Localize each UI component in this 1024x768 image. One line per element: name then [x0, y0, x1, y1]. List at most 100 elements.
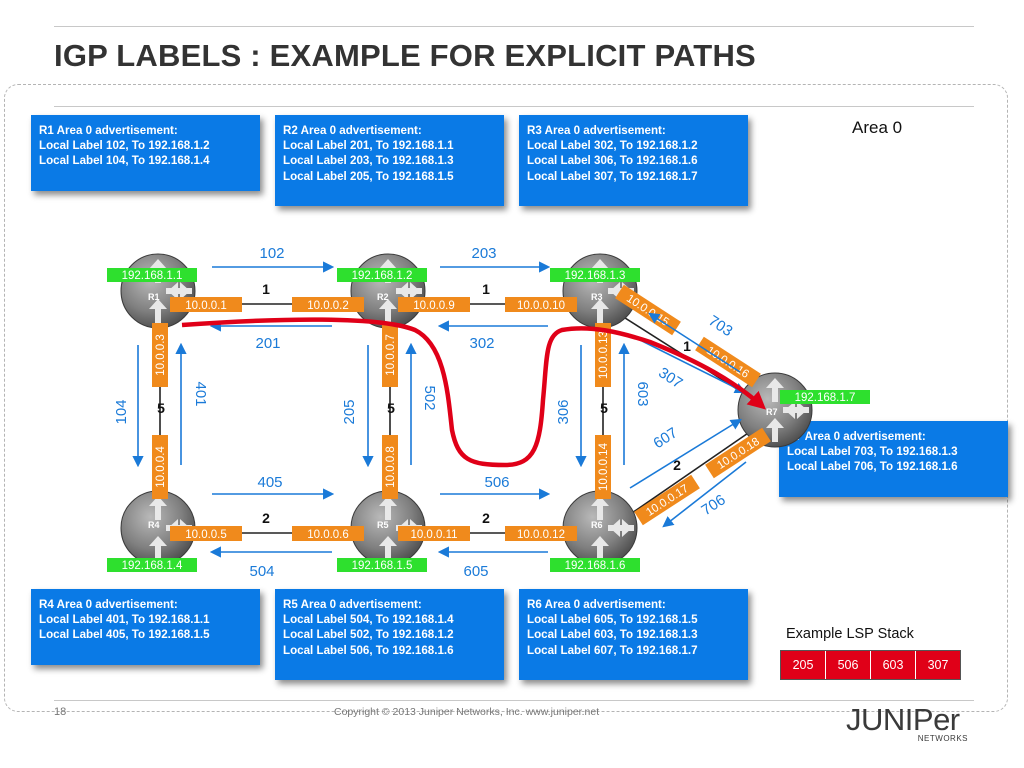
footer-rule	[54, 700, 974, 701]
interface-label: 10.0.0.4	[155, 446, 167, 488]
interface-label: 10.0.0.1	[185, 300, 227, 312]
arrow-703	[648, 312, 741, 373]
arrow-307	[639, 339, 747, 394]
adv-box-r3: R3 Area 0 advertisement: Local Label 302…	[519, 115, 748, 206]
adv-box-r4: R4 Area 0 advertisement: Local Label 401…	[31, 589, 260, 665]
adv-box-r6: R6 Area 0 advertisement: Local Label 605…	[519, 589, 748, 680]
link-metric: 1	[262, 281, 270, 297]
igp-label: 607	[650, 424, 680, 452]
adv-line: Local Label 203, To 192.168.1.3	[283, 154, 454, 168]
adv-line: Local Label 102, To 192.168.1.2	[39, 139, 210, 153]
router-r2	[350, 253, 426, 329]
adv-line: Local Label 502, To 192.168.1.2	[283, 628, 454, 642]
adv-line: Local Label 605, To 192.168.1.5	[527, 613, 698, 627]
copyright-text: Copyright © 2013 Juniper Networks, Inc. …	[334, 706, 600, 718]
interface-label: 10.0.0.11	[410, 529, 457, 541]
loopback-label: 192.168.1.7	[795, 392, 856, 404]
adv-title: R5 Area 0 advertisement:	[283, 598, 422, 611]
header-rule	[54, 106, 974, 107]
igp-label: 302	[469, 335, 494, 352]
lsp-stack-entry: 506	[825, 651, 870, 679]
igp-label: 201	[255, 335, 280, 352]
adv-line: Local Label 703, To 192.168.1.3	[787, 445, 958, 459]
lsp-stack-entry: 307	[915, 651, 960, 679]
link-metric: 2	[262, 510, 270, 526]
top-rule	[54, 26, 974, 27]
adv-line: Local Label 607, To 192.168.1.7	[527, 643, 698, 657]
interface-label: 10.0.0.14	[598, 442, 610, 491]
interface-label: 10.0.0.12	[517, 529, 565, 541]
adv-box-r5: R5 Area 0 advertisement: Local Label 504…	[275, 589, 504, 680]
adv-line: Local Label 306, To 192.168.1.6	[527, 154, 698, 168]
lsp-stack: 205 506 603 307	[780, 650, 961, 680]
router-name: R1	[148, 292, 160, 302]
igp-label: 405	[257, 474, 282, 491]
interface-label: 10.0.0.8	[385, 446, 397, 488]
interface-label: 10.0.0.6	[307, 529, 349, 541]
area-boundary	[4, 84, 1008, 712]
igp-label: 401	[192, 381, 209, 406]
adv-line: Local Label 302, To 192.168.1.2	[527, 139, 698, 153]
igp-label: 104	[113, 399, 130, 424]
adv-box-r7: R7 Area 0 advertisement: Local Label 703…	[779, 421, 1008, 497]
link-metric: 5	[387, 400, 395, 416]
logo-sub: NETWORKS	[917, 734, 968, 743]
router-name: R5	[377, 520, 389, 530]
router-name: R2	[377, 292, 389, 302]
interface-label: 10.0.0.3	[155, 334, 167, 376]
interface-label: 10.0.0.13	[598, 331, 610, 379]
igp-label: 102	[259, 245, 284, 262]
interface-label: 10.0.0.9	[413, 300, 455, 312]
link-metric: 5	[600, 400, 608, 416]
page-number: 18	[54, 706, 67, 718]
interface-label: 10.0.0.5	[185, 529, 227, 541]
interface-label: 10.0.0.10	[517, 300, 565, 312]
adv-line: Local Label 201, To 192.168.1.1	[283, 139, 454, 153]
lsp-stack-entry: 205	[781, 651, 825, 679]
router-name: R3	[591, 292, 603, 302]
logo-word: JUNIPer	[846, 702, 960, 737]
loopback-label: 192.168.1.4	[122, 560, 183, 572]
igp-label: 504	[249, 563, 274, 580]
igp-label: 703	[705, 312, 735, 340]
adv-line: Local Label 706, To 192.168.1.6	[787, 460, 958, 474]
igp-label: 506	[484, 474, 509, 491]
loopback-label: 192.168.1.3	[565, 270, 626, 282]
adv-line: Local Label 504, To 192.168.1.4	[283, 613, 454, 627]
adv-title: R7 Area 0 advertisement:	[787, 430, 926, 443]
lsp-stack-label: Example LSP Stack	[786, 626, 914, 642]
adv-title: R2 Area 0 advertisement:	[283, 124, 422, 137]
adv-line: Local Label 307, To 192.168.1.7	[527, 169, 698, 183]
link-metric: 1	[482, 281, 490, 297]
adv-line: Local Label 401, To 192.168.1.1	[39, 613, 210, 627]
adv-line: Local Label 506, To 192.168.1.6	[283, 643, 454, 657]
igp-label: 307	[655, 364, 685, 392]
adv-box-r2: R2 Area 0 advertisement: Local Label 201…	[275, 115, 504, 206]
loopback-label: 192.168.1.2	[352, 270, 413, 282]
igp-label: 605	[463, 563, 488, 580]
loopback-label: 192.168.1.1	[122, 270, 183, 282]
loopback-label: 192.168.1.5	[352, 560, 413, 572]
adv-line: Local Label 603, To 192.168.1.3	[527, 628, 698, 642]
router-name: R6	[591, 520, 603, 530]
router-r1	[120, 253, 196, 329]
adv-title: R1 Area 0 advertisement:	[39, 124, 178, 137]
interface-label: 10.0.0.7	[385, 334, 397, 376]
adv-box-r1: R1 Area 0 advertisement: Local Label 102…	[31, 115, 260, 191]
igp-label: 205	[341, 399, 358, 424]
arrow-607	[629, 418, 742, 489]
router-name: R4	[148, 520, 160, 530]
page-title: IGP LABELS : EXAMPLE FOR EXPLICIT PATHS	[54, 38, 756, 73]
link-metric: 2	[482, 510, 490, 526]
area-label: Area 0	[852, 118, 903, 137]
router-name: R7	[766, 407, 778, 417]
arrow-706	[662, 461, 747, 528]
igp-label: 603	[634, 381, 651, 406]
igp-label: 306	[555, 399, 572, 424]
igp-label: 203	[471, 245, 496, 262]
adv-line: Local Label 104, To 192.168.1.4	[39, 154, 210, 168]
adv-line: Local Label 205, To 192.168.1.5	[283, 169, 454, 183]
explicit-path	[181, 317, 767, 468]
link-metric: 1	[683, 338, 691, 354]
